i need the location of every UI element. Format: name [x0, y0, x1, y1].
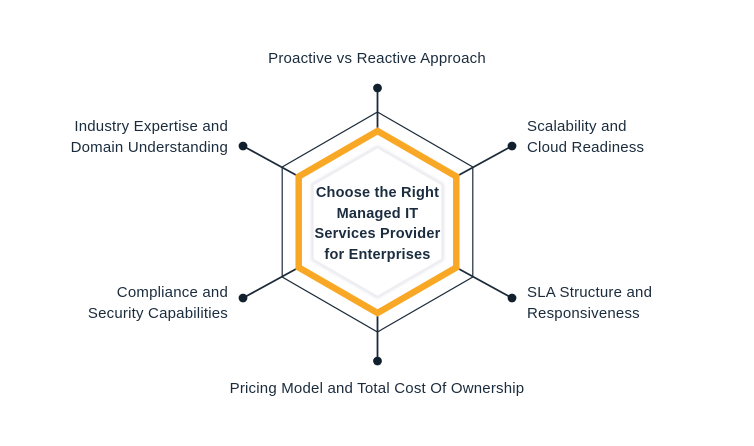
node-label-line: Cloud Readiness: [527, 139, 645, 156]
node-dots: [238, 83, 517, 366]
spoke-lines: [242, 88, 513, 361]
node-label-top-right: Scalability and Cloud Readiness: [527, 116, 644, 158]
outer-hexagon: [281, 111, 474, 333]
node-label-line: Scalability and: [527, 118, 627, 135]
node-label-line: Security Capabilities: [87, 305, 228, 322]
center-hub-line: Services Provider: [314, 226, 441, 242]
node-dot-top-right: [507, 141, 517, 151]
node-dot-bottom: [373, 356, 382, 366]
center-hub-line: Choose the Right: [315, 185, 440, 201]
node-label-line: SLA Structure and: [527, 284, 653, 301]
inner-hexagon: [312, 147, 443, 297]
node-label-top-left: Industry Expertise and Domain Understand…: [71, 116, 228, 158]
node-label-bottom: Pricing Model and Total Cost Of Ownershi…: [0, 378, 754, 399]
node-label-bottom-left: Compliance and Security Capabilities: [88, 282, 228, 324]
node-label-bottom-right: SLA Structure and Responsiveness: [527, 282, 652, 324]
center-hub-title: Choose the Right Managed IT Services Pro…: [297, 183, 458, 265]
center-hub-line: Managed IT: [336, 205, 419, 222]
spoke-line-top-left: [242, 145, 300, 178]
node-label-top: Proactive vs Reactive Approach: [0, 48, 754, 69]
node-label-line: Compliance and: [116, 284, 228, 301]
node-label-line: Pricing Model and Total Cost Of Ownershi…: [229, 380, 525, 397]
node-label-line: Domain Understanding: [70, 139, 228, 156]
spoke-line-top-right: [455, 145, 513, 178]
spoke-line-bottom-right: [455, 266, 513, 299]
node-dot-bottom-right: [507, 293, 517, 303]
node-label-line: Responsiveness: [527, 305, 640, 322]
node-dot-top: [373, 83, 382, 93]
node-label-line: Proactive vs Reactive Approach: [268, 50, 486, 67]
node-label-line: Industry Expertise and: [74, 118, 228, 135]
spoke-line-bottom-left: [242, 266, 300, 299]
center-hub-line: for Enterprises: [324, 246, 431, 263]
node-dot-top-left: [238, 141, 248, 151]
node-dot-bottom-left: [238, 293, 248, 303]
